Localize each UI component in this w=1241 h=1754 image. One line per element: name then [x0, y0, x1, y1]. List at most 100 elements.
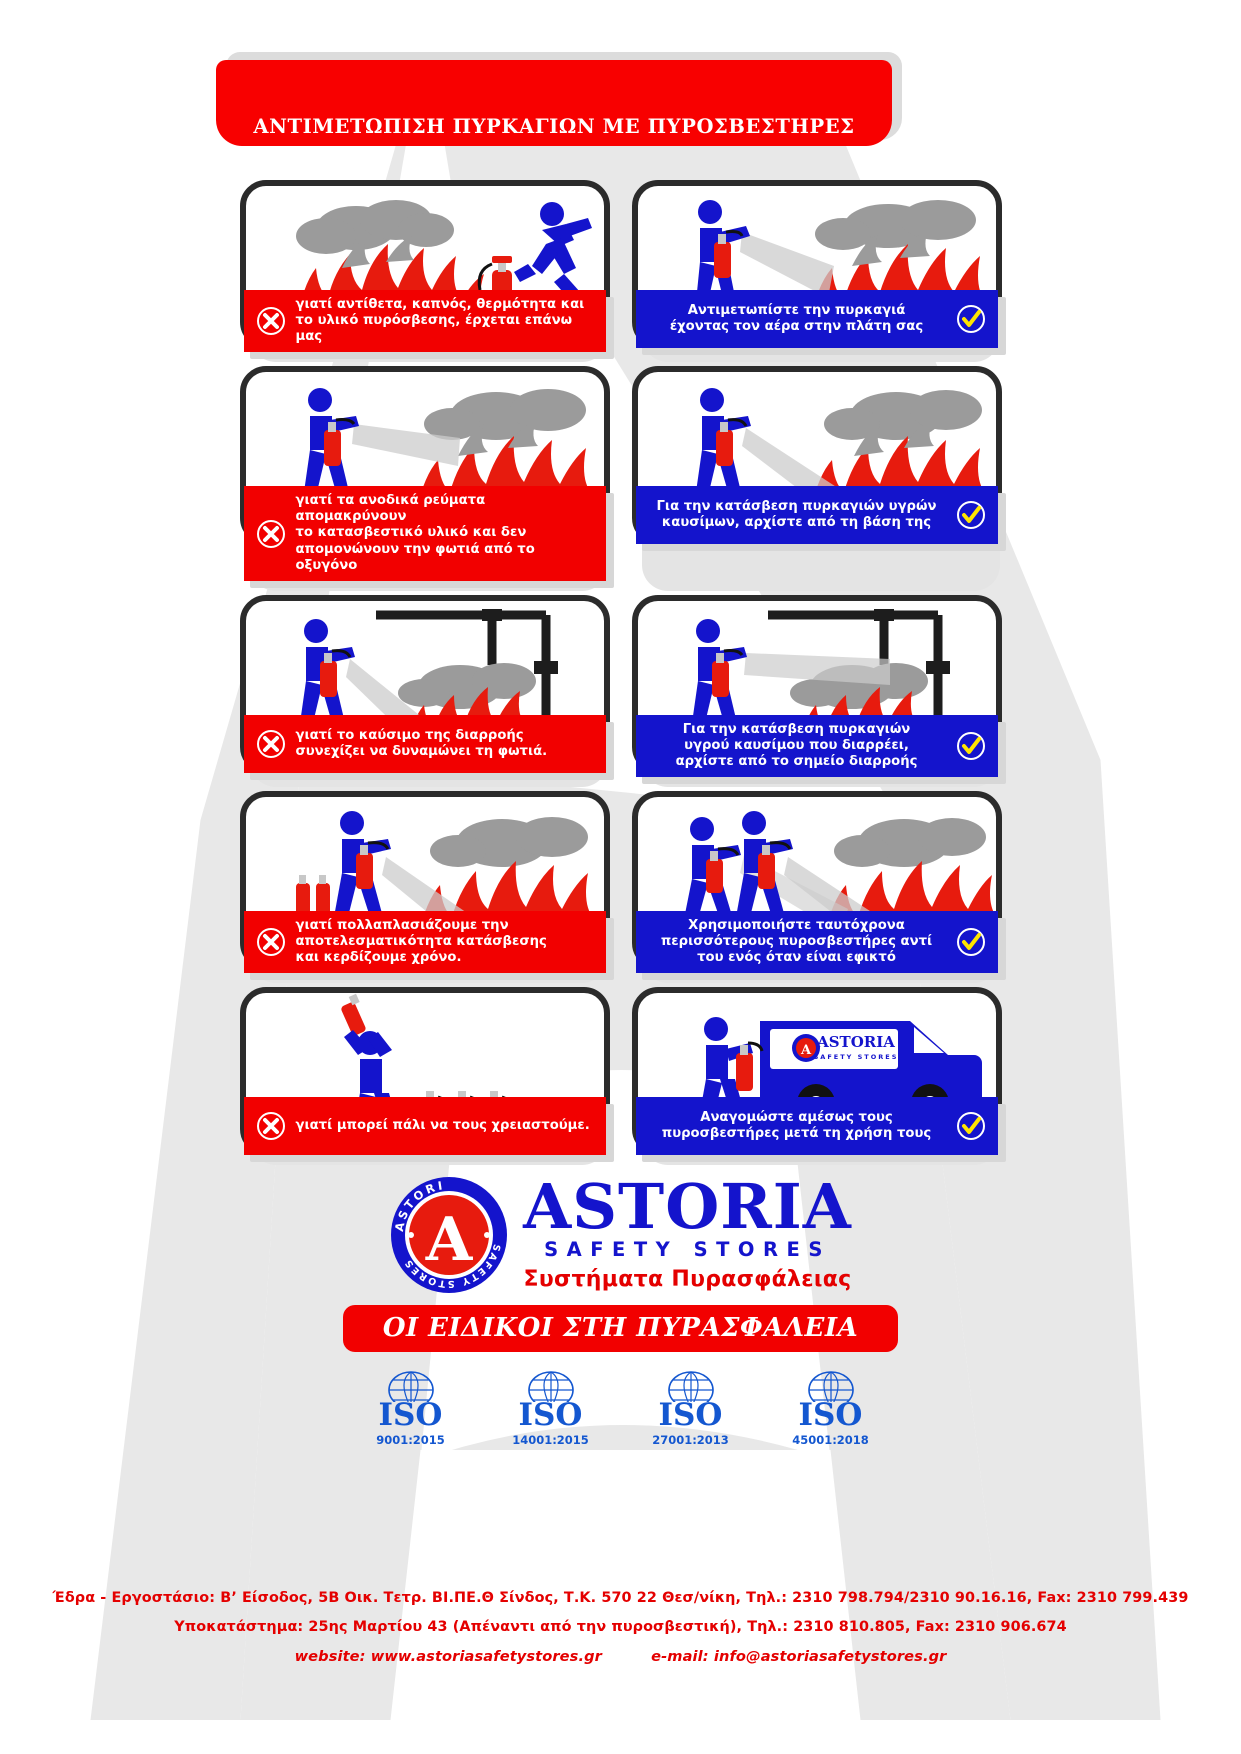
extinguisher-front-icon — [757, 841, 791, 890]
page-title: ΑΝΤΙΜΕΤΩΠΙΣΗ ΠΥΡΚΑΓΙΩΝ ΜΕ ΠΥΡΟΣΒΕΣΤΗΡΕΣ — [253, 115, 855, 138]
astoria-badge-icon: A ASTORIA SAFETY STORES — [389, 1175, 508, 1293]
van-logo: A ASTORIA SAFETY STORES — [791, 1033, 896, 1063]
logo-row: A ASTORIA SAFETY STORES ASTORIA SAFETY S… — [0, 1175, 1241, 1295]
caption-wrapper: γιατί μπορεί πάλι να τους χρειαστούμε. — [240, 1097, 614, 1163]
caption-line: γιατί τα ανοδικά ρεύματα απομακρύνουν — [295, 493, 486, 525]
valve-icon — [873, 608, 894, 621]
caption-line: πυροσβεστήρες μετά τη χρήση τους — [661, 1126, 932, 1142]
panel-row-3: γιατί το καύσιμο της διαρροής συνεχίζει … — [0, 594, 1241, 788]
wordmark-block: ASTORIA SAFETY STORES Συστήματα Πυρασφάλ… — [523, 1169, 852, 1293]
astoria-wordmark: ASTORIA — [523, 1169, 852, 1243]
footer: Έδρα - Εργοστάσιο: Β’ Είσοδος, 5Β Οικ. Τ… — [0, 1590, 1241, 1678]
running-person-icon — [513, 202, 592, 300]
caption-wrapper: γιατί τα ανοδικά ρεύματα απομακρύνουν το… — [240, 486, 614, 588]
caption-line: αποτελεσματικότητα κατάσβεσης — [295, 934, 547, 950]
caption-wrapper: Αντιμετωπίστε την πυρκαγιά έχοντας τον α… — [632, 290, 1006, 355]
panel-row2-wrong: γιατί τα ανοδικά ρεύματα απομακρύνουν το… — [239, 366, 614, 591]
extinguisher-icon — [735, 1041, 763, 1092]
caption-line: συνεχίζει να δυναμώνει τη φωτιά. — [295, 743, 548, 759]
iso-code: 27001:2013 — [652, 1432, 729, 1447]
iso-badge: ISO 27001:2013 — [643, 1368, 739, 1447]
caption-good: Για την κατάσβεση πυρκαγιών υγρού καυσίμ… — [635, 714, 998, 778]
panel-row-2: γιατί τα ανοδικά ρεύματα απομακρύνουν το… — [0, 366, 1241, 591]
caption-good: Αναγομώστε αμέσως τους πυροσβεστήρες μετ… — [635, 1097, 998, 1156]
caption-bad: γιατί αντίθετα, καπνός, θερμότητα και το… — [243, 290, 606, 353]
caption-line: έχοντας τον αέρα στην πλάτη σας — [669, 319, 924, 334]
caption-wrapper: Χρησιμοποιήστε ταυτόχρονα περισσότερους … — [632, 911, 1006, 981]
badge-stars-icon — [408, 1232, 491, 1238]
caption-text: γιατί μπορεί πάλι να τους χρειαστούμε. — [296, 1118, 590, 1134]
caption-line: αρχίστε από το σημείο διαρροής — [675, 753, 918, 769]
check-circle-icon — [956, 501, 985, 530]
panel-row2-right: Για την κατάσβεση πυρκαγιών υγρών καυσίμ… — [631, 366, 1006, 591]
panel-grid: γιατί αντίθετα, καπνός, θερμότητα και το… — [0, 180, 1241, 1169]
slogan-banner: ΟΙ ΕΙΔΙΚΟΙ ΣΤΗ ΠΥΡΑΣΦΑΛΕΙΑ — [342, 1305, 899, 1352]
caption-good: Χρησιμοποιήστε ταυτόχρονα περισσότερους … — [635, 911, 998, 974]
caption-line: απομονώνουν την φωτιά από το οξυγόνο — [295, 541, 535, 573]
caption-line: Αναγομώστε αμέσως τους — [700, 1110, 893, 1126]
caption-line: γιατί πολλαπλασιάζουμε την — [295, 918, 509, 934]
check-circle-icon — [956, 731, 985, 760]
caption-bad: γιατί το καύσιμο της διαρροής συνεχίζει … — [243, 714, 606, 773]
caption-text: γιατί το καύσιμο της διαρροής συνεχίζει … — [296, 728, 548, 760]
extinguisher-back-icon — [705, 847, 739, 894]
cross-circle-icon — [256, 307, 285, 336]
panel-row1-right: Αντιμετωπίστε την πυρκαγιά έχοντας τον α… — [631, 180, 1006, 363]
caption-line: του ενός όταν είναι εφικτό — [697, 950, 896, 966]
astoria-greek-subtitle: Συστήματα Πυρασφάλειας — [523, 1267, 852, 1293]
cross-circle-icon — [256, 928, 285, 957]
caption-wrapper: γιατί αντίθετα, καπνός, θερμότητα και το… — [240, 290, 614, 360]
cross-circle-icon — [256, 729, 285, 758]
spare-extinguishers-icon — [295, 875, 330, 916]
extinguisher-icon — [323, 418, 355, 467]
panel-row5-right: A ASTORIA SAFETY STORES — [631, 987, 1006, 1166]
caption-bad: γιατί πολλαπλασιάζουμε την αποτελεσματικ… — [243, 911, 606, 974]
caption-text: Χρησιμοποιήστε ταυτόχρονα περισσότερους … — [648, 918, 946, 966]
extinguisher-icon — [319, 648, 351, 697]
van-brand-text: ASTORIA — [816, 1033, 895, 1051]
cross-circle-icon — [256, 519, 285, 548]
caption-line: Για την κατάσβεση πυρκαγιών υγρών — [656, 499, 937, 515]
cross-circle-icon — [256, 1112, 285, 1141]
caption-line: περισσότερους πυροσβεστήρες αντί — [660, 934, 933, 950]
panel-row3-right: Για την κατάσβεση πυρκαγιών υγρού καυσίμ… — [631, 594, 1006, 788]
flange-icon — [925, 660, 950, 674]
iso-badge: ISO 14001:2015 — [503, 1368, 599, 1447]
iso-code: 14001:2015 — [512, 1432, 589, 1447]
caption-wrapper: γιατί πολλαπλασιάζουμε την αποτελεσματικ… — [240, 911, 614, 981]
caption-line: υγρού καυσίμου που διαρρέει, — [684, 737, 909, 753]
caption-line: Χρησιμοποιήστε ταυτόχρονα — [688, 918, 905, 934]
iso-code: 9001:2015 — [376, 1432, 445, 1447]
footer-address-branch: Υποκατάστημα: 25ης Μαρτίου 43 (Απέναντι … — [174, 1619, 1067, 1635]
caption-line: το υλικό πυρόσβεσης, έρχεται επάνω μας — [295, 313, 573, 345]
caption-text: Αντιμετωπίστε την πυρκαγιά έχοντας τον α… — [648, 303, 946, 335]
astoria-badge-letter: A — [425, 1205, 474, 1275]
footer-address-main: Έδρα - Εργοστάσιο: Β’ Είσοδος, 5Β Οικ. Τ… — [52, 1590, 1189, 1606]
iso-badge: ISO 45001:2018 — [783, 1368, 879, 1447]
caption-line: γιατί αντίθετα, καπνός, θερμότητα και — [295, 297, 585, 312]
caption-line: γιατί το καύσιμο της διαρροής — [295, 727, 524, 743]
caption-good: Για την κατάσβεση πυρκαγιών υγρών καυσίμ… — [635, 486, 998, 545]
footer-website[interactable]: website: www.astoriasafetystores.gr — [294, 1648, 602, 1665]
caption-bad: γιατί τα ανοδικά ρεύματα απομακρύνουν το… — [243, 486, 606, 581]
footer-email[interactable]: e-mail: info@astoriasafetystores.gr — [651, 1648, 947, 1665]
caption-wrapper: Αναγομώστε αμέσως τους πυροσβεστήρες μετ… — [632, 1097, 1006, 1163]
astoria-subtitle: SAFETY STORES — [544, 1238, 831, 1262]
extinguisher-icon — [715, 418, 747, 467]
thrown-extinguisher-icon — [340, 994, 366, 1036]
caption-line: γιατί μπορεί πάλι να τους χρειαστούμε. — [295, 1118, 590, 1134]
caption-text: Για την κατάσβεση πυρκαγιών υγρού καυσίμ… — [648, 722, 946, 770]
caption-bad: γιατί μπορεί πάλι να τους χρειαστούμε. — [243, 1097, 606, 1156]
caption-wrapper: γιατί το καύσιμο της διαρροής συνεχίζει … — [240, 714, 614, 780]
flange-icon — [533, 660, 558, 674]
caption-text: γιατί αντίθετα, καπνός, θερμότητα και το… — [296, 297, 594, 345]
caption-wrapper: Για την κατάσβεση πυρκαγιών υγρού καυσίμ… — [632, 714, 1006, 785]
iso-badge: ISO 9001:2015 — [363, 1368, 459, 1447]
check-circle-icon — [956, 305, 985, 333]
panel-row-5: γιατί μπορεί πάλι να τους χρειαστούμε. — [0, 987, 1241, 1166]
caption-line: το κατασβεστικό υλικό και δεν — [295, 525, 527, 541]
svg-text:A: A — [799, 1043, 811, 1058]
caption-line: καυσίμων, αρχίστε από τη βάση της — [661, 515, 932, 531]
caption-text: Αναγομώστε αμέσως τους πυροσβεστήρες μετ… — [648, 1110, 946, 1142]
panel-row1-wrong: γιατί αντίθετα, καπνός, θερμότητα και το… — [239, 180, 614, 363]
